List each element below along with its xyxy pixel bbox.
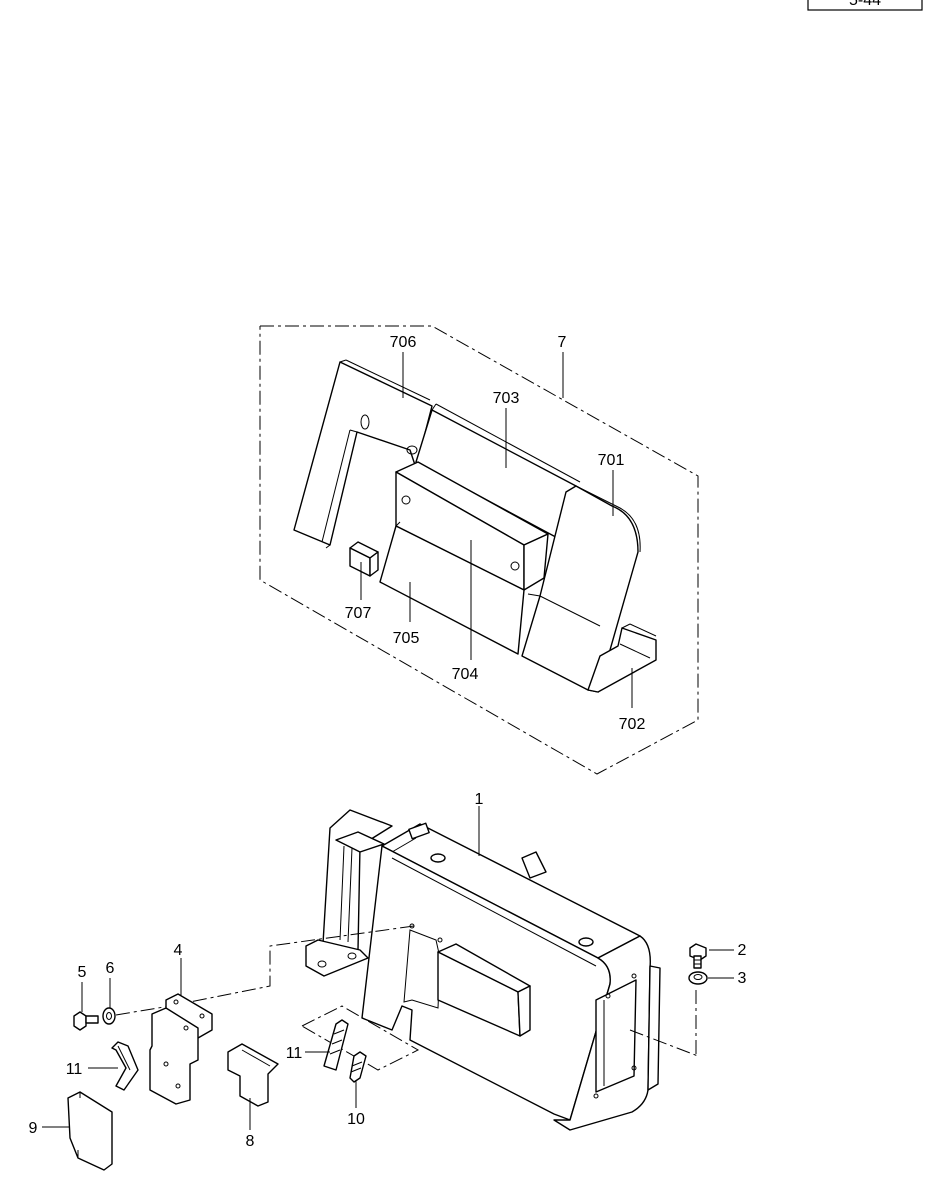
part-705 (379, 521, 525, 655)
label-8: 8 (246, 1133, 255, 1150)
label-707: 707 (345, 605, 372, 622)
label-701: 701 (598, 452, 625, 469)
label-10: 10 (347, 1111, 365, 1128)
part-4-bracket (149, 993, 213, 1105)
part-11-left (111, 1041, 139, 1091)
label-11-left: 11 (66, 1061, 83, 1078)
part-704 (395, 461, 549, 591)
label-704: 704 (452, 666, 479, 683)
label-4: 4 (174, 942, 183, 959)
part-6-washer (102, 1007, 116, 1025)
part-1-main-frame (305, 809, 661, 1131)
part-8-hook (227, 1043, 279, 1107)
label-703: 703 (493, 390, 520, 407)
part-701 (521, 485, 641, 693)
part-707 (349, 541, 379, 577)
label-9: 9 (29, 1120, 38, 1137)
label-706: 706 (390, 334, 417, 351)
part-3-washer (688, 971, 708, 985)
part-2-screw (689, 943, 707, 969)
label-6: 6 (106, 960, 115, 977)
label-5: 5 (78, 964, 87, 981)
label-702: 702 (619, 716, 646, 733)
part-702 (587, 623, 657, 693)
label-705: 705 (393, 630, 420, 647)
part-11-center (323, 1019, 349, 1071)
part-9-pad (67, 1091, 113, 1171)
label-3: 3 (738, 970, 747, 987)
page-number: 5-44 (849, 0, 881, 9)
label-2: 2 (738, 942, 747, 959)
part-10 (349, 1051, 367, 1083)
page-number-box: 5-44 (807, 0, 923, 11)
part-5-screw (73, 1011, 99, 1031)
assembly-7-group (259, 325, 699, 775)
label-7: 7 (558, 334, 567, 351)
label-11-center: 11 (286, 1045, 303, 1062)
label-1: 1 (475, 791, 484, 808)
